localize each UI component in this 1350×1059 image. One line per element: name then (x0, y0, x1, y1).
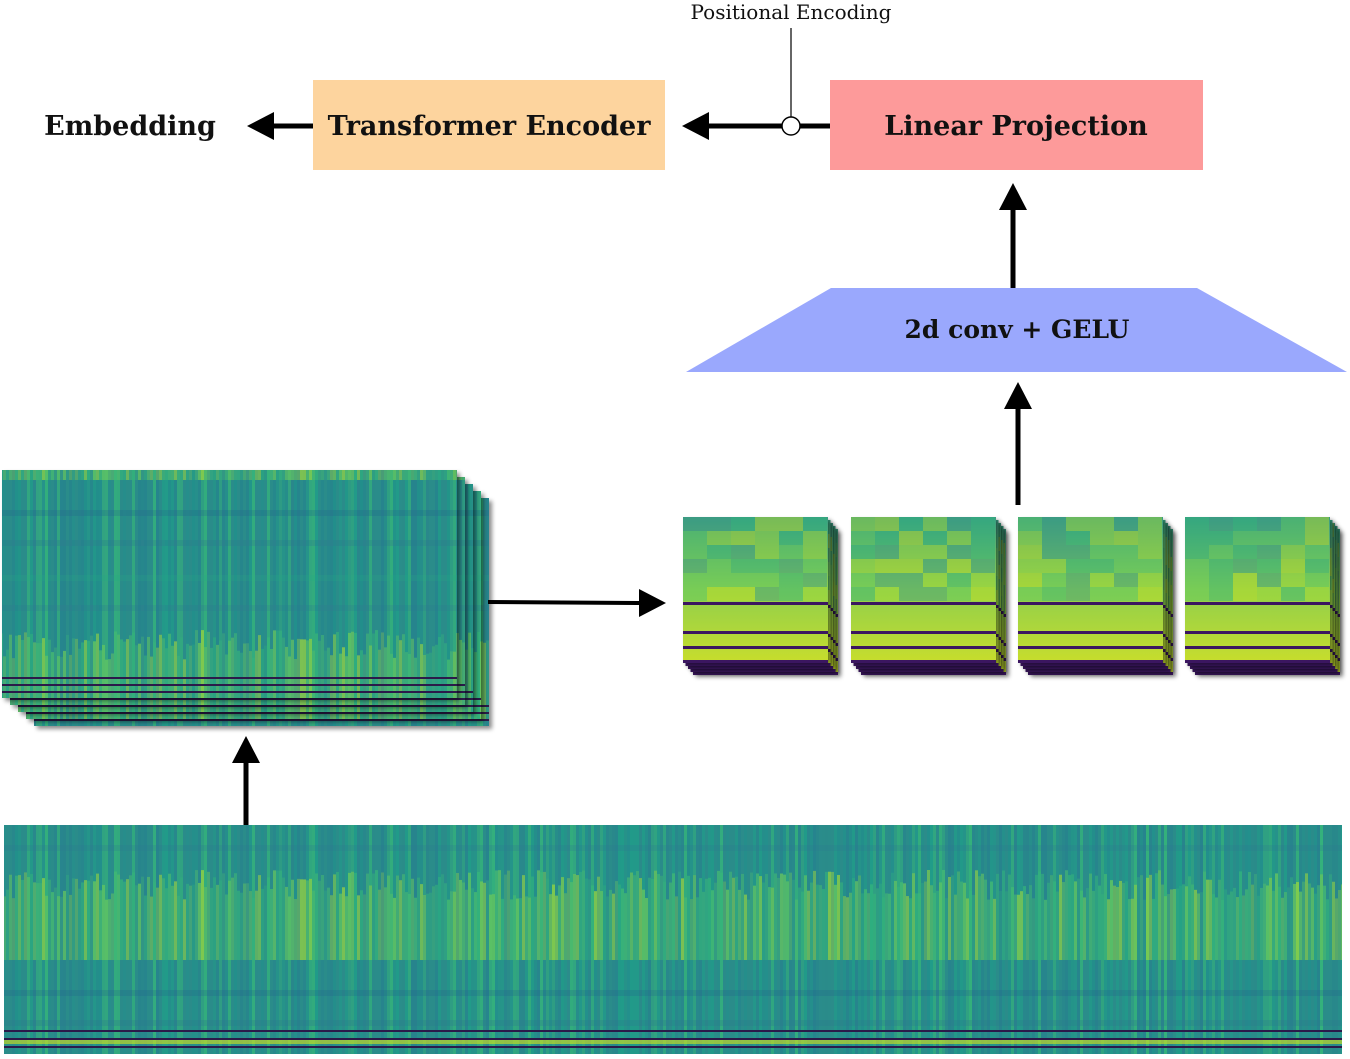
spectrogram-chunk (2, 470, 457, 698)
embedding-label: Embedding (44, 111, 216, 142)
arrow-to-embedding (247, 112, 313, 140)
spectrogram-patch (851, 517, 996, 663)
spectrogram-patch (1185, 517, 1330, 663)
positional-encoding: Positional Encoding (691, 0, 892, 136)
arrow-head-icon (999, 183, 1027, 210)
transformer-encoder-box: Transformer Encoder (313, 80, 665, 170)
linear-projection-label: Linear Projection (884, 111, 1148, 142)
positional-encoding-label: Positional Encoding (691, 0, 892, 24)
conv-gelu-block: 2d conv + GELU (686, 288, 1347, 372)
full-spectrogram (4, 825, 1342, 1054)
transformer-encoder-label: Transformer Encoder (328, 111, 652, 142)
arrow-to-transformer (682, 112, 830, 140)
arrow-to-chunk-stack (232, 736, 260, 825)
spectrogram-patch (683, 517, 828, 663)
arrow-head-icon (247, 112, 274, 140)
spectrogram-patch (1018, 517, 1163, 663)
spectrogram-chunk-stack (2, 470, 489, 726)
arrow-head-icon (639, 589, 666, 617)
arrow-to-conv (1004, 382, 1032, 505)
arrow-head-icon (682, 112, 709, 140)
arrow-to-linear-projection (999, 183, 1027, 288)
linear-projection-box: Linear Projection (830, 80, 1203, 170)
arrow-to-patches (487, 589, 666, 617)
arrow-head-icon (232, 736, 260, 763)
open-circle-icon (781, 116, 801, 136)
conv-gelu-label: 2d conv + GELU (905, 315, 1130, 344)
spectrogram-patches (683, 517, 1340, 675)
arrow-head-icon (1004, 382, 1032, 409)
